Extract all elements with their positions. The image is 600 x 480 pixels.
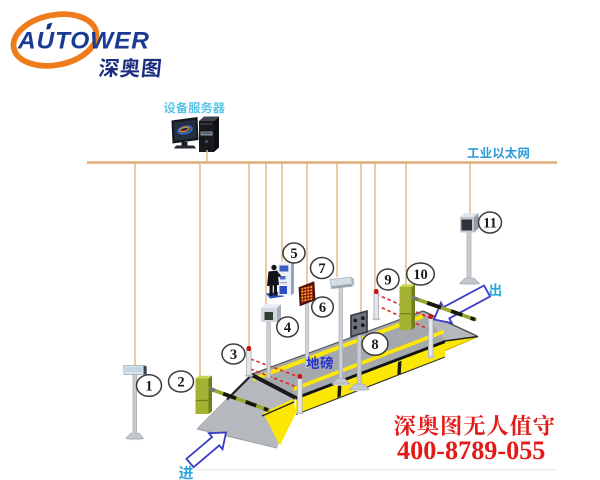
svg-text:7: 7 [318,261,325,277]
svg-text:5: 5 [290,246,297,262]
svg-text:9: 9 [384,272,391,288]
svg-text:8: 8 [371,337,378,353]
svg-text:2: 2 [177,374,184,390]
svg-text:AUTOWER: AUTOWER [17,28,150,55]
svg-text:1: 1 [145,378,152,394]
svg-text:3: 3 [230,347,237,363]
svg-text:11: 11 [483,215,497,231]
svg-text:10: 10 [413,267,428,283]
svg-text:6: 6 [319,300,326,316]
svg-text:4: 4 [284,320,291,336]
svg-text:400-8789-055: 400-8789-055 [397,436,545,465]
